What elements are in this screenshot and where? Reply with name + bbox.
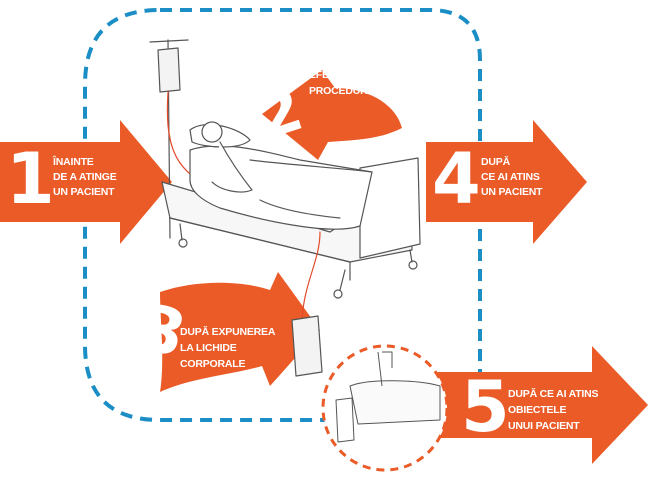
step-4-label-line-2: CE AI ATINS xyxy=(481,171,540,184)
step-2-label-line-2: EFECTUAREA UNEI xyxy=(309,69,405,82)
step-1-label-line-2: DE A ATINGE xyxy=(53,171,117,184)
step-3-label-line-3: CORPORALE xyxy=(180,358,245,371)
step-4-number: 4 xyxy=(432,144,481,214)
step-2-label-line-3: PROCEDURI ASEPTICE xyxy=(309,85,423,98)
step-5-label-line-1: DUPĂ CE AI ATINS xyxy=(508,388,598,401)
step-5-label-line-2: OBIECTELE xyxy=(508,404,566,417)
step-3-label-line-2: LA LICHIDE xyxy=(180,342,237,355)
step-1-label-line-1: ÎNAINTE xyxy=(53,156,94,169)
step-1-label-line-3: UN PACIENT xyxy=(53,186,114,199)
step-3-label-line-1: DUPĂ EXPUNEREA xyxy=(180,326,275,339)
step-4-label-line-3: UN PACIENT xyxy=(481,186,542,199)
step-5-label-line-3: UNUI PACIENT xyxy=(508,420,580,433)
step-2-label-line-1: ÎNAINTE DE xyxy=(309,53,367,66)
step-4-label-line-1: DUPĂ xyxy=(481,156,510,169)
step-1-number: 1 xyxy=(6,144,55,214)
step-5-number: 5 xyxy=(461,372,510,442)
